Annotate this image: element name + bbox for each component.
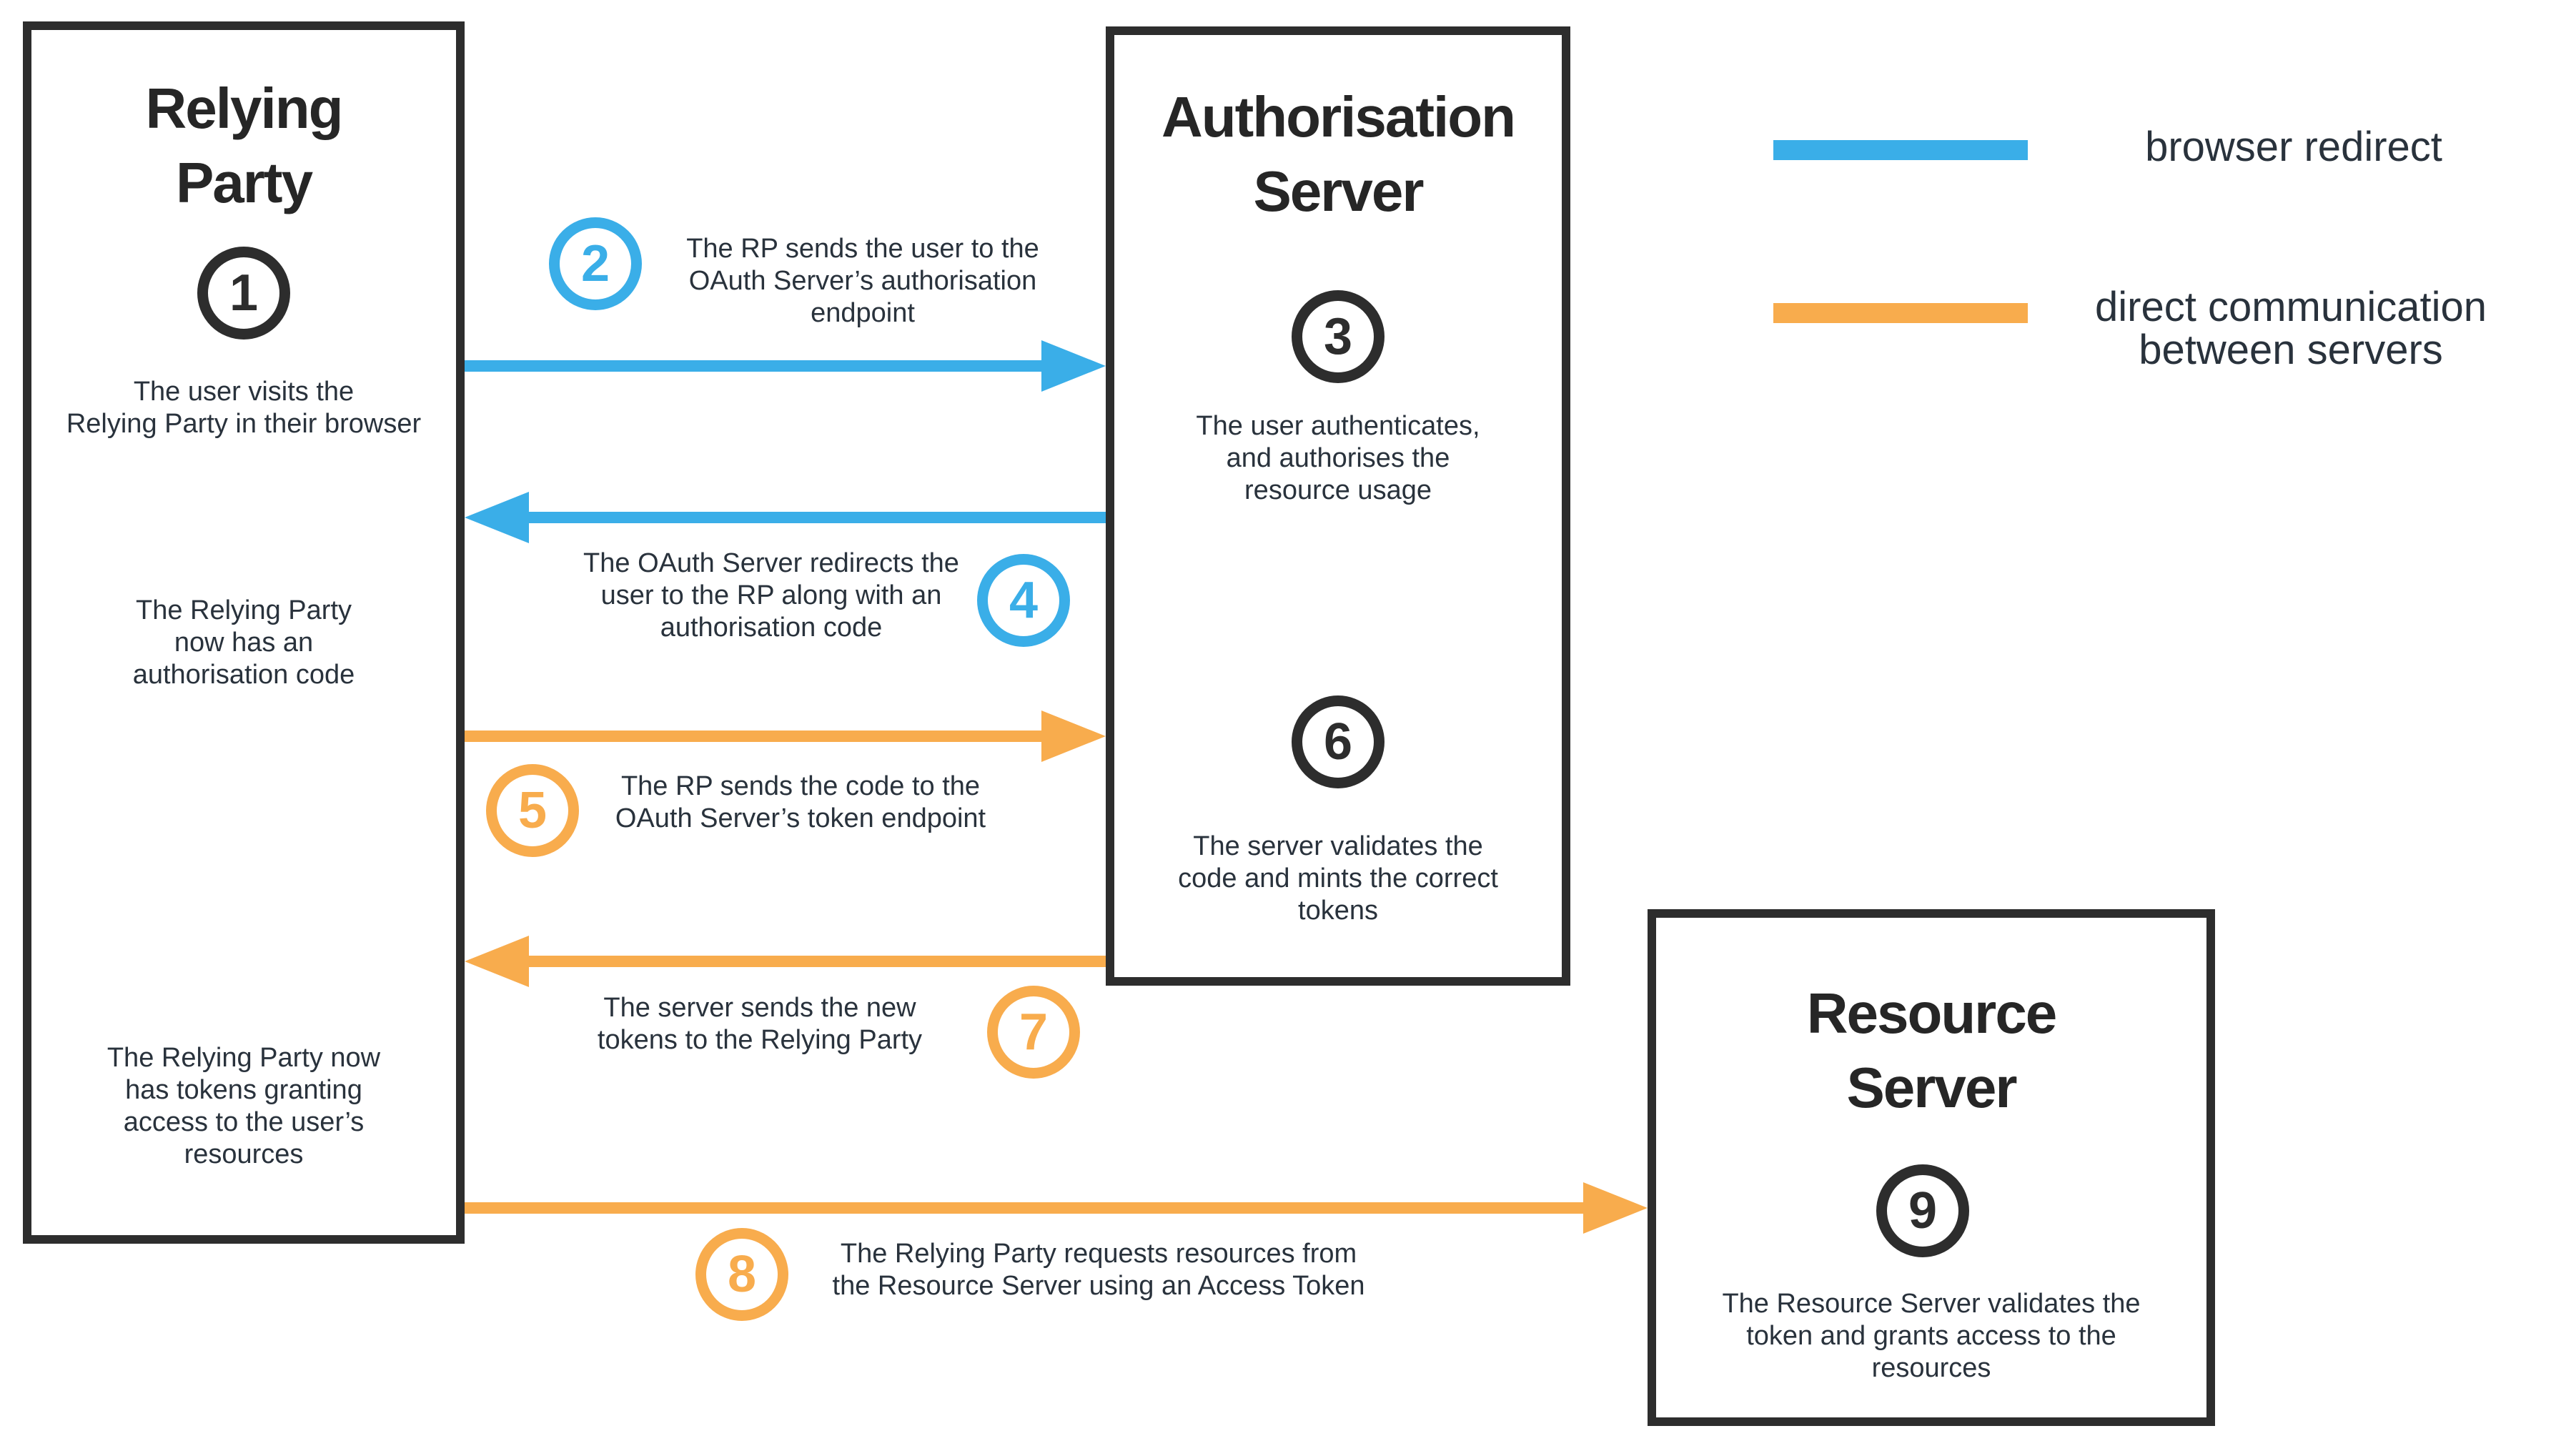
arrow-step8-body — [465, 1202, 1585, 1214]
arrow-step4-left-arrowhead-icon — [465, 492, 529, 543]
step6-badge: 6 — [1292, 695, 1385, 788]
step6-number: 6 — [1323, 713, 1353, 771]
step9-number: 9 — [1908, 1182, 1938, 1239]
step8-badge: 8 — [695, 1228, 788, 1321]
step7-badge: 7 — [987, 986, 1080, 1079]
relying-party-box — [23, 21, 465, 1244]
step8-text: The Relying Party requests resources fro… — [832, 1239, 1365, 1301]
arrow-step5-body — [465, 731, 1044, 742]
step1-text: The user visits the Relying Party in the… — [66, 377, 422, 439]
step3-badge: 3 — [1292, 290, 1385, 383]
legend-direct-communication-label: direct communication between servers — [2095, 284, 2487, 373]
legend-browser-redirect-swatch — [1773, 140, 2028, 160]
step9-badge: 9 — [1876, 1164, 1969, 1257]
step5-number: 5 — [517, 782, 548, 839]
step5-badge: 5 — [486, 764, 579, 857]
step4-badge: 4 — [977, 554, 1070, 647]
legend-direct-communication-swatch — [1773, 303, 2028, 323]
arrow-step4-body — [527, 512, 1106, 523]
authorisation-server-box — [1106, 26, 1570, 986]
step4-number: 4 — [1009, 572, 1039, 629]
arrow-step2-body — [465, 360, 1044, 372]
arrow-step8-right-arrowhead-icon — [1583, 1182, 1648, 1234]
step2-text: The RP sends the user to the OAuth Serve… — [686, 234, 1039, 328]
resource-server-title: Resource Server — [1806, 981, 2058, 1119]
step5-text: The RP sends the code to the OAuth Serve… — [615, 771, 986, 833]
step3-text: The user authenticates, and authorises t… — [1196, 411, 1480, 505]
step2-number: 2 — [580, 235, 610, 292]
step6-text: The server validates the code and mints … — [1178, 831, 1498, 926]
arrow-step7-body — [527, 956, 1106, 967]
arrow-step2-right-arrowhead-icon — [1041, 340, 1106, 392]
step1-number: 1 — [229, 264, 259, 322]
step4-text: The OAuth Server redirects the user to t… — [583, 548, 959, 643]
step8-number: 8 — [727, 1246, 757, 1303]
authorisation-server-title: Authorisation Server — [1161, 85, 1516, 223]
step2-badge: 2 — [549, 217, 642, 310]
relying-party-has-code-note: The Relying Party now has an authorisati… — [132, 595, 355, 690]
relying-party-has-tokens-note: The Relying Party now has tokens grantin… — [107, 1043, 381, 1169]
step3-number: 3 — [1323, 308, 1353, 365]
legend-browser-redirect-label: browser redirect — [2145, 124, 2442, 170]
step9-text: The Resource Server validates the token … — [1722, 1289, 2141, 1383]
relying-party-title: Relying Party — [145, 76, 344, 214]
arrow-step7-left-arrowhead-icon — [465, 936, 529, 987]
arrow-step5-right-arrowhead-icon — [1041, 710, 1106, 762]
step1-badge: 1 — [197, 247, 290, 340]
step7-text: The server sends the new tokens to the R… — [597, 993, 923, 1055]
step7-number: 7 — [1019, 1004, 1049, 1061]
